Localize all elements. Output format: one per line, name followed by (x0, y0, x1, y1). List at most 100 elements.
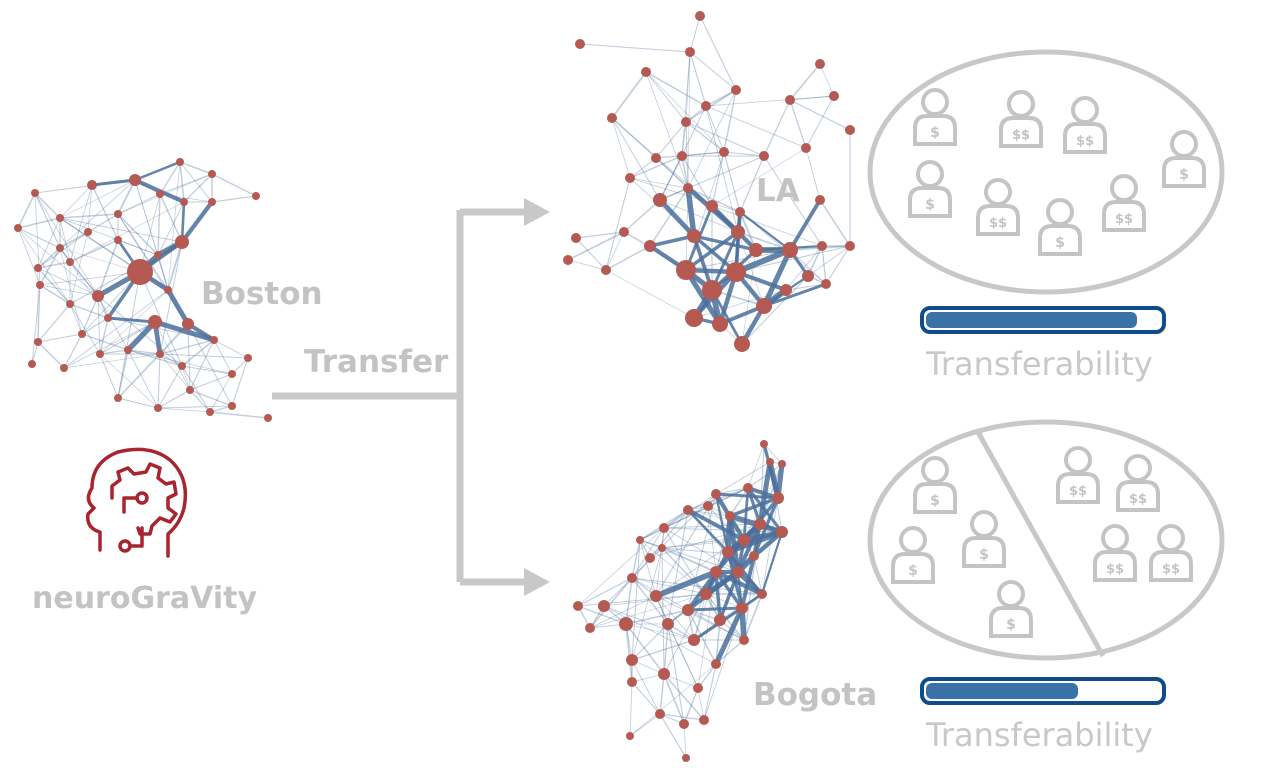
la-node (712, 316, 728, 332)
boston-edge (63, 353, 161, 369)
bogota-node (573, 601, 583, 611)
boston-edge (87, 213, 119, 233)
la-edge (819, 199, 851, 247)
bogota-edge (693, 593, 707, 641)
boston-edge (159, 173, 213, 195)
la-node (619, 227, 629, 237)
boston-edge (37, 333, 83, 343)
transfer-arrows (272, 208, 528, 586)
la-edge (629, 157, 657, 179)
la-edge (687, 187, 741, 213)
la-edge (649, 187, 689, 247)
la-edge (761, 248, 793, 308)
bogota-edge (663, 623, 669, 675)
bogota-node (778, 460, 786, 468)
boston-edge (157, 201, 185, 256)
boston-edge (63, 333, 83, 369)
la-transferability-bar (920, 306, 1166, 334)
boston-node (156, 350, 164, 358)
boston-edge (159, 323, 189, 355)
boston-node (154, 251, 162, 259)
la-edge (681, 155, 689, 189)
boston-edge (59, 247, 83, 335)
bogota-node (739, 635, 749, 645)
boston-edge (37, 303, 71, 343)
la-node (821, 279, 831, 289)
bogota-edge (714, 570, 744, 610)
bogota-edge (714, 571, 722, 621)
la-node (687, 229, 701, 243)
la-node (607, 113, 617, 123)
la-node (685, 309, 703, 327)
la-edge (611, 117, 657, 159)
person-money-icon: $ (891, 526, 935, 584)
bogota-edge (736, 523, 762, 573)
la-edge (819, 63, 835, 97)
bogota-edge (687, 509, 731, 517)
bogota-transferability-fill (926, 683, 1078, 699)
person-money-icon: $$ (1102, 174, 1146, 232)
bogota-node (760, 440, 768, 448)
boston-edge (157, 353, 161, 409)
boston-edge (213, 339, 233, 375)
boston-edge (59, 217, 183, 243)
bogota-edge (577, 605, 627, 625)
money-symbol: $ (908, 563, 918, 579)
boston-node (129, 174, 141, 186)
bogota-edge (715, 639, 745, 665)
boston-edge (107, 316, 156, 324)
la-edge (741, 249, 757, 345)
brand-label: neuroGraVity (32, 581, 257, 616)
bogota-node (722, 546, 734, 558)
boston-node (124, 346, 132, 354)
bogota-edge (663, 673, 699, 689)
money-symbol: $ (1055, 235, 1065, 251)
la-edge (611, 117, 661, 201)
person-money-icon: $$ (999, 90, 1043, 148)
boston-edge (209, 411, 269, 419)
bogota-edge (663, 505, 709, 529)
boston-edge (99, 349, 129, 355)
boston-edge (117, 349, 129, 399)
boston-node (104, 314, 112, 322)
la-node (782, 242, 798, 258)
bogota-edge (655, 527, 665, 597)
la-node (681, 117, 691, 127)
la-edge (623, 231, 687, 271)
boston-edge (134, 160, 181, 182)
bogota-node (598, 600, 610, 612)
bogota-edge (625, 623, 665, 675)
bogota-edge (629, 681, 633, 737)
money-symbol: $$ (1076, 134, 1094, 149)
la-edge (629, 155, 683, 179)
bogota-node (585, 623, 595, 633)
boston-edge (59, 179, 136, 219)
la-node (641, 67, 651, 77)
bogota-edge (631, 577, 763, 595)
bogota-edge (625, 623, 695, 641)
boston-node (175, 235, 189, 249)
la-edge (705, 105, 739, 233)
la-edge (735, 245, 851, 273)
boston-edge (59, 217, 159, 256)
bogota-node (658, 544, 666, 552)
bogota-edge (631, 577, 707, 595)
bogota-node (626, 732, 634, 740)
bogota-node (736, 602, 748, 614)
money-symbol: $$ (1129, 492, 1147, 507)
bogota-node (683, 505, 693, 515)
boston-node (34, 338, 42, 346)
person-money-icon: $ (962, 510, 1006, 568)
boston-edge (181, 365, 191, 391)
bogota-edge (667, 623, 685, 725)
boston-edge (117, 213, 159, 256)
la-edge (655, 151, 725, 159)
la-edge (689, 15, 701, 53)
la-edge (739, 211, 791, 251)
boston-edge (117, 239, 159, 256)
bogota-node (679, 719, 689, 729)
la-label: LA (756, 173, 800, 209)
brain-gear-icon (86, 447, 188, 558)
la-node (685, 47, 695, 57)
bogota-edge (697, 687, 705, 721)
